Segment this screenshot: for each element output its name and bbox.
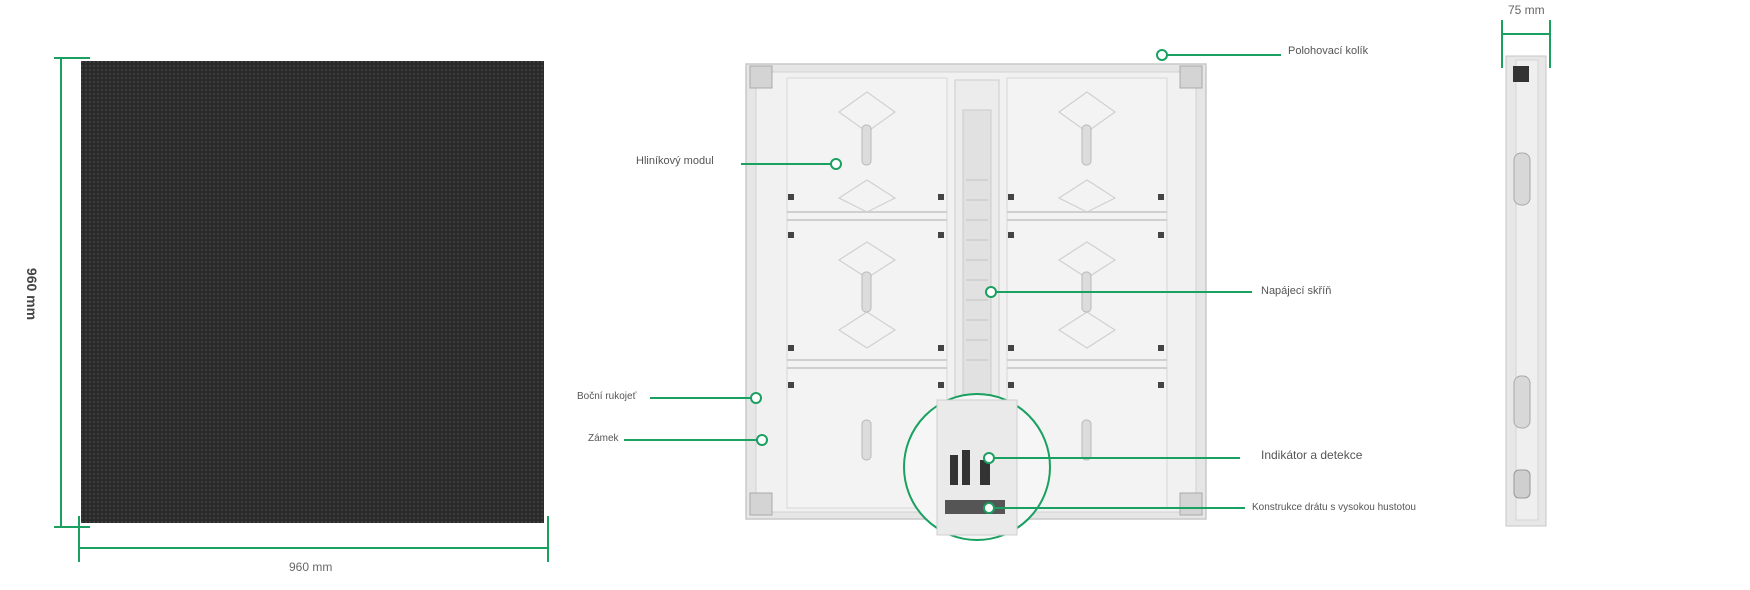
height-dimension-label: 960 mm	[24, 267, 41, 321]
callout-label-lock: Zámek	[588, 433, 619, 444]
led-panel-front	[81, 61, 544, 523]
back-view	[745, 63, 1207, 541]
callout-lines	[624, 49, 1281, 514]
callout-dot-power-box	[985, 286, 997, 298]
callout-dot-alignment-pin	[1156, 49, 1168, 61]
width-dimension-label: 960 mm	[289, 560, 333, 574]
callout-label-alignment-pin: Polohovací kolík	[1288, 45, 1369, 57]
callout-dot-lock	[756, 434, 768, 446]
callout-label-side-handle: Boční rukojeť	[577, 391, 637, 402]
callout-label-aluminium-module: Hliníkový modul	[636, 155, 714, 167]
callout-dot-side-handle	[750, 392, 762, 404]
front-view	[54, 57, 549, 562]
callout-label-indicator: Indikátor a detekce	[1261, 448, 1363, 462]
callout-dot-wire-construction	[983, 502, 995, 514]
side-view	[1501, 20, 1551, 527]
callout-dot-aluminium-module	[830, 158, 842, 170]
depth-dimension-label: 75 mm	[1508, 3, 1545, 17]
callout-dot-indicator	[983, 452, 995, 464]
callout-label-wire-construction: Konstrukce drátu s vysokou hustotou	[1252, 502, 1416, 513]
callout-label-power-box: Napájecí skříň	[1261, 285, 1332, 297]
